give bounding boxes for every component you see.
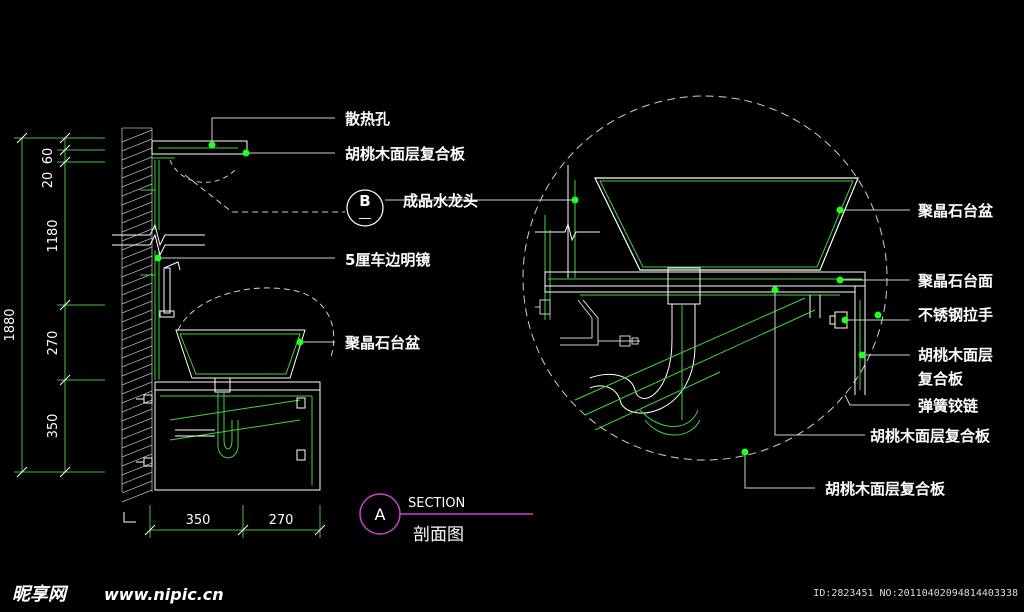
mirror: [154, 160, 160, 380]
basin-right: [594, 177, 859, 271]
label-walnut-board-bottom: 胡桃木面层复合板: [825, 480, 946, 498]
section-subtitle: 剖面图: [413, 525, 464, 545]
wall-hatch: [121, 127, 153, 503]
label-walnut-board-mid: 胡桃木面层复合板: [870, 427, 991, 445]
right-detail: [522, 95, 888, 461]
left-section: [112, 127, 345, 503]
faucet-left: [159, 261, 181, 318]
dim-total: 1880: [3, 308, 18, 341]
watermark-url: www.nipic.cn: [104, 585, 224, 604]
dim-270v: 270: [46, 331, 61, 356]
dim-270h: 270: [269, 513, 294, 528]
left-leaders: [158, 117, 575, 343]
label-mirror: 5厘车边明镜: [345, 251, 430, 269]
top-board: [151, 140, 248, 183]
dim-1180: 1180: [46, 219, 61, 252]
label-walnut-board-side-1: 胡桃木面层: [918, 346, 993, 364]
detail-circle-right: [522, 95, 888, 461]
detail-marker-letter: B: [359, 192, 370, 210]
wall-bolts: [136, 394, 153, 467]
watermark-logo: 昵享网: [12, 584, 69, 605]
label-faucet: 成品水龙头: [403, 192, 478, 210]
right-leaders: [744, 209, 910, 489]
leader-detail-b: [184, 174, 345, 213]
break-line: [112, 189, 205, 276]
door-diagonal: [574, 297, 816, 431]
dim-350h: 350: [186, 513, 211, 528]
label-walnut-board-side-2: 复合板: [917, 370, 964, 388]
supply-pipe: [535, 299, 640, 347]
right-dots: [741, 206, 882, 456]
label-walnut-board-top: 胡桃木面层复合板: [345, 145, 466, 163]
left-dots: [154, 141, 579, 346]
detail-circle-left: [177, 287, 335, 361]
dim-350v: 350: [46, 414, 61, 439]
section-marker-letter: A: [375, 505, 386, 524]
dimensions: [14, 132, 326, 538]
label-vent-holes: 散热孔: [345, 110, 390, 128]
label-basin-left: 聚晶石台盆: [344, 334, 421, 352]
label-spring-hinge: 弹簧铰链: [918, 397, 979, 415]
basin-left: [175, 329, 306, 393]
drain-right: [589, 267, 701, 436]
label-steel-handle: 不锈钢拉手: [918, 306, 993, 324]
section-marker: A: [359, 493, 533, 535]
watermark-id: ID:2823451 NO:20110402094814403338: [813, 588, 1018, 599]
cabinet-left: [154, 381, 321, 491]
detail-marker-b: B —: [346, 189, 384, 227]
section-title: SECTION: [408, 496, 465, 511]
label-counter-top: 聚晶石台面: [917, 272, 993, 290]
detail-marker-sub: —: [359, 211, 372, 226]
drain-left: [175, 392, 239, 459]
dim-20: 20: [41, 172, 56, 189]
label-basin-right: 聚晶石台盆: [917, 202, 994, 220]
dim-60: 60: [41, 148, 56, 165]
